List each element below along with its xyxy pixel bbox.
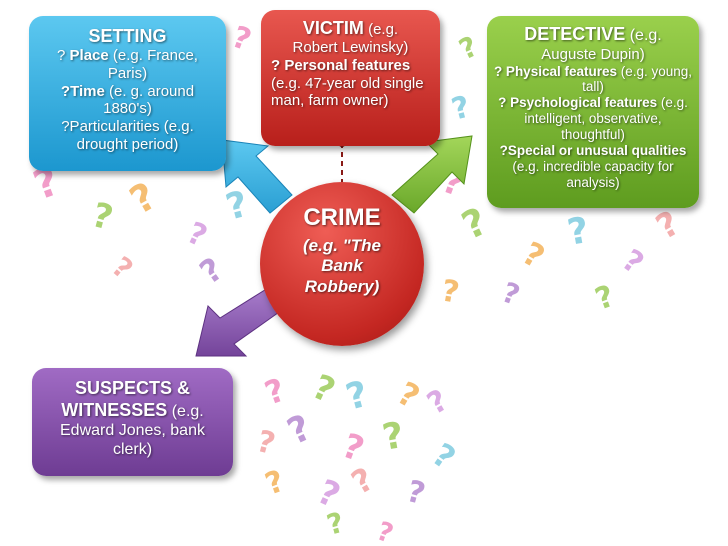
svg-text:?: ? bbox=[439, 273, 462, 310]
crime-example: (e.g. "The Bank Robbery) bbox=[303, 236, 381, 296]
setting-place: ? Place (e.g. France, Paris) bbox=[57, 47, 198, 82]
victim-example: Robert Lewinsky) bbox=[292, 39, 409, 57]
victim-box: VICTIM (e.g. Robert Lewinsky) ? Personal… bbox=[261, 10, 440, 146]
arrow-to-setting bbox=[221, 139, 293, 214]
detective-psychological: ? Psychological features (e.g. intellige… bbox=[498, 95, 688, 143]
victim-features: ? Personal features (e.g. 47-year old si… bbox=[271, 56, 424, 110]
setting-box: SETTING ? Place (e.g. France, Paris) ?Ti… bbox=[29, 16, 226, 171]
detective-special: ?Special or unusual qualities (e.g. incr… bbox=[499, 143, 687, 191]
detective-title-line: DETECTIVE (e.g. bbox=[524, 24, 662, 44]
crime-circle: CRIME (e.g. "The Bank Robbery) bbox=[260, 182, 424, 346]
crime-title: CRIME bbox=[303, 204, 381, 231]
suspects-title: SUSPECTS & WITNESSES bbox=[61, 378, 191, 420]
detective-example: Auguste Dupin) bbox=[541, 45, 645, 63]
setting-particularities: ?Particularities (e.g. drought period) bbox=[61, 117, 194, 153]
detective-physical: ? Physical features (e.g. young, tall) bbox=[493, 63, 693, 95]
suspects-box: SUSPECTS & WITNESSES (e.g. Edward Jones,… bbox=[32, 368, 233, 476]
victim-title: VICTIM bbox=[302, 18, 364, 38]
arrow-to-suspects bbox=[195, 287, 283, 357]
suspects-text: SUSPECTS & WITNESSES (e.g. Edward Jones,… bbox=[60, 378, 205, 458]
victim-title-line: VICTIM (e.g. bbox=[302, 18, 399, 38]
setting-title: SETTING bbox=[88, 26, 167, 46]
arrow-to-detective bbox=[391, 135, 473, 214]
detective-box: DETECTIVE (e.g. Auguste Dupin) ? Physica… bbox=[487, 16, 699, 208]
detective-title: DETECTIVE bbox=[524, 24, 626, 44]
setting-time: ?Time (e. g. around 1880's) bbox=[60, 82, 195, 118]
